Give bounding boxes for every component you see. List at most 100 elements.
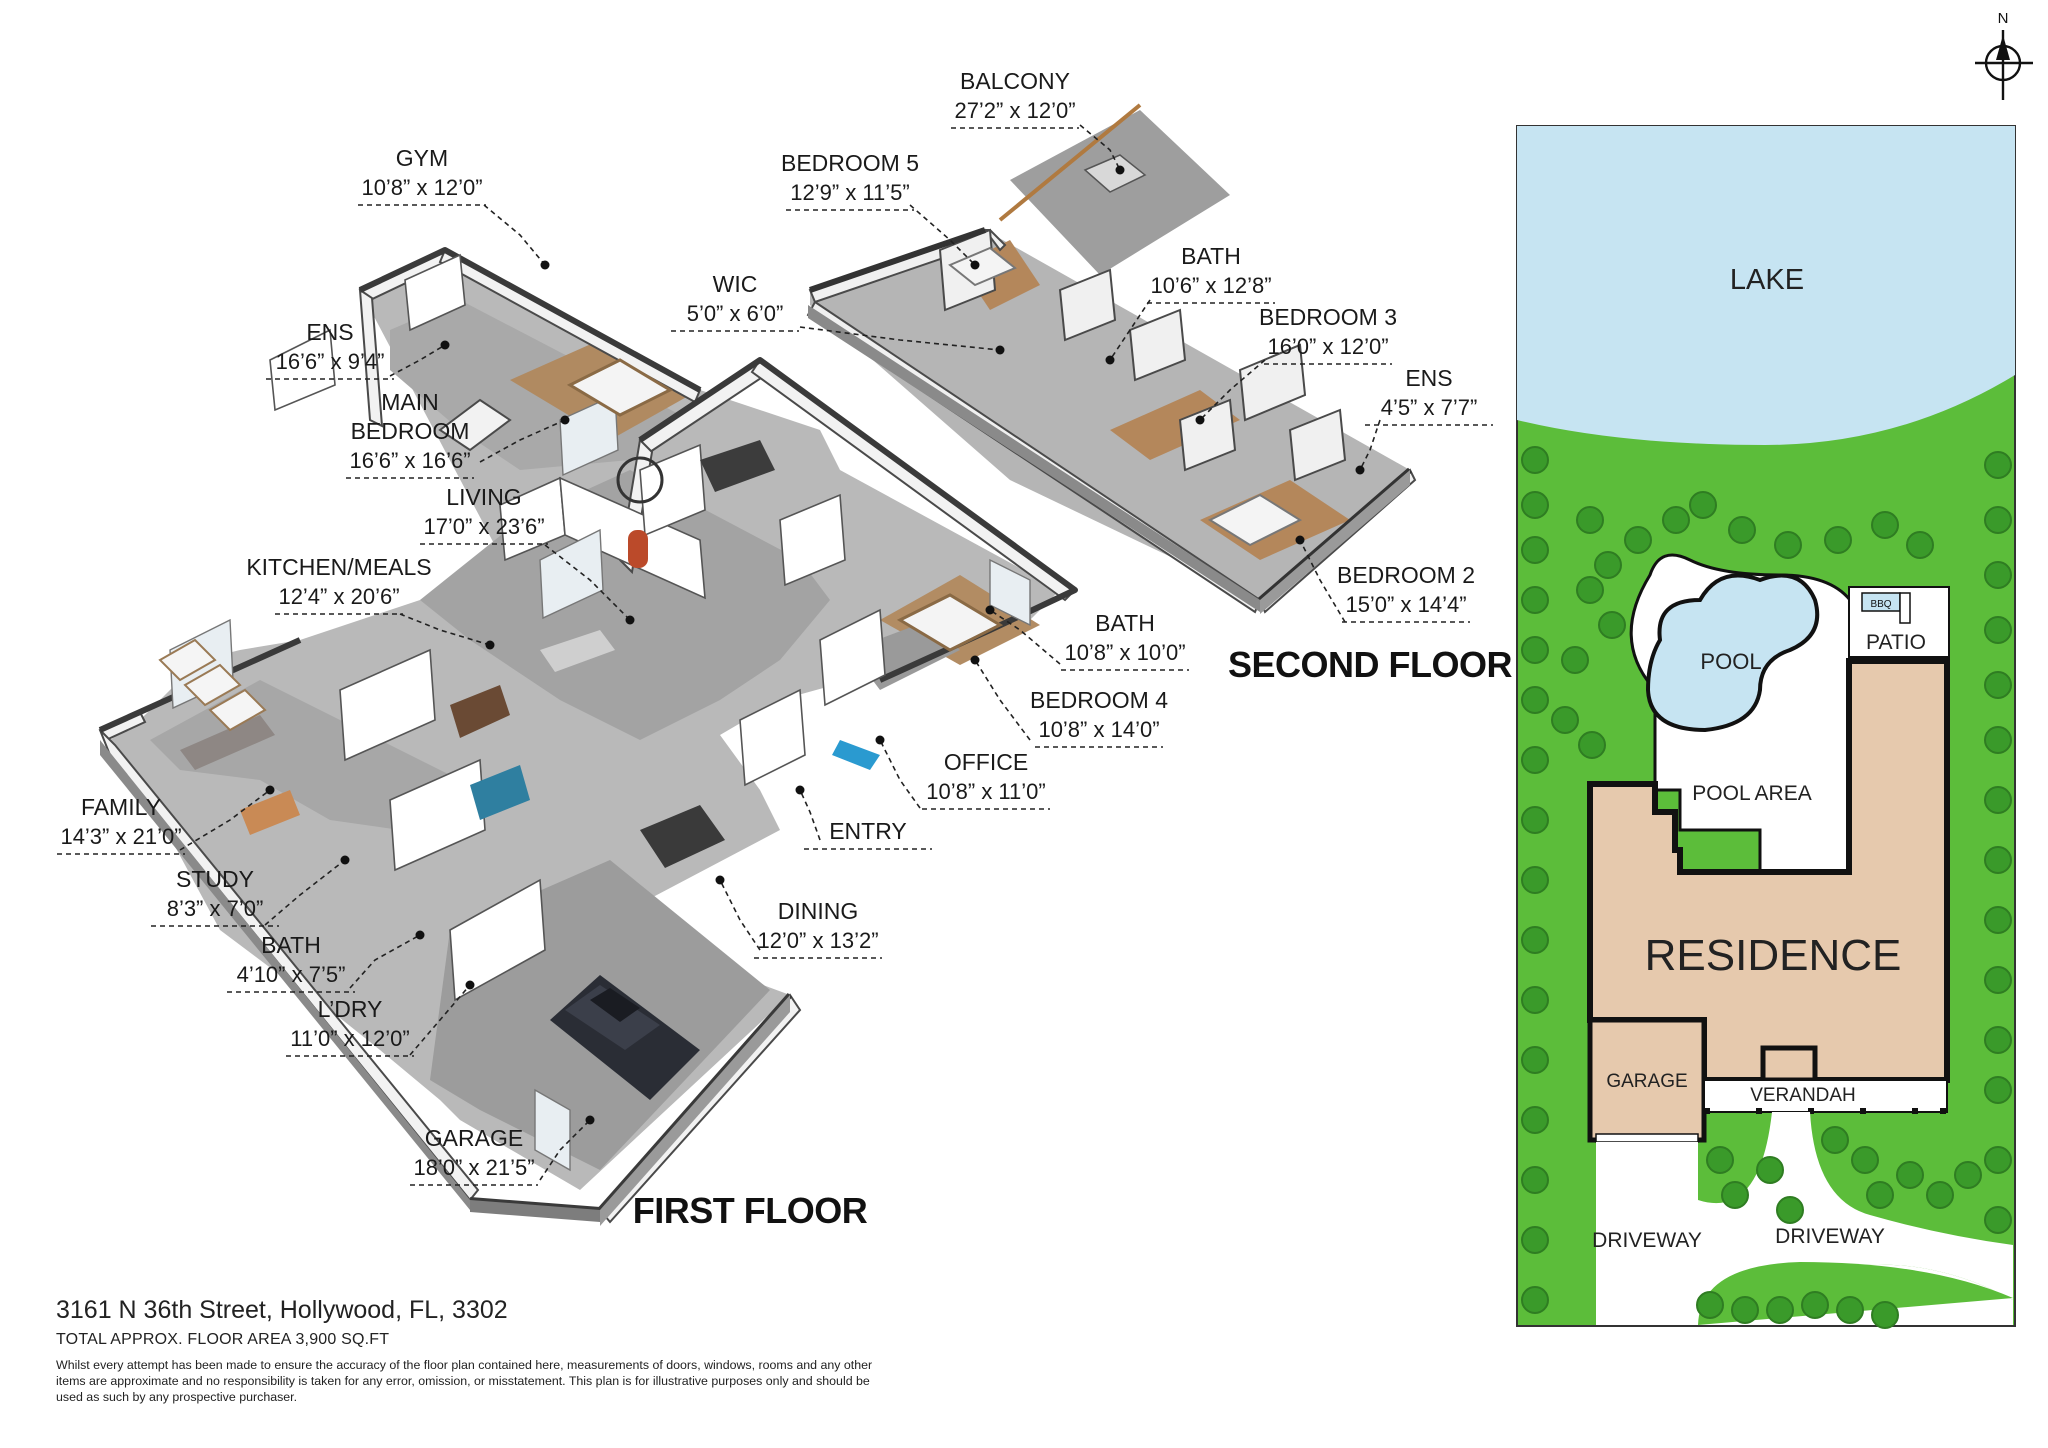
room-marker-dot	[1295, 535, 1305, 545]
room-marker-dot	[440, 340, 450, 350]
leader-line	[799, 326, 1001, 351]
room-dimensions: 10’8” x 14’0”	[1038, 717, 1159, 742]
lake	[1517, 126, 2015, 445]
tree-icon	[1906, 531, 1934, 559]
tree-icon	[1984, 1026, 2012, 1054]
second-floor-room-label: BEDROOM 215’0” x 14’4”	[1295, 535, 1475, 623]
tree-icon	[1984, 786, 2012, 814]
second-floor-room-label: BATH 10’6” x 12’8”	[1105, 243, 1275, 365]
tree-icon	[1836, 1296, 1864, 1324]
first-floor-room-label: ENTRY	[795, 785, 932, 850]
tree-icon	[1521, 866, 1549, 894]
room-name-line2: BEDROOM	[351, 418, 470, 444]
pool-area-label: POOL AREA	[1692, 782, 1811, 805]
room-name: BATH	[1181, 243, 1241, 269]
room-name: BEDROOM 2	[1337, 562, 1475, 588]
residence-label: RESIDENCE	[1645, 931, 1902, 980]
driveway-left-label: DRIVEWAY	[1592, 1229, 1702, 1252]
room-name: LIVING	[446, 484, 521, 510]
tree-icon	[1521, 746, 1549, 774]
room-name: STUDY	[176, 866, 254, 892]
room-dimensions: 16’6” x 16’6”	[349, 448, 470, 473]
tree-icon	[1598, 611, 1626, 639]
room-name: BEDROOM 4	[1030, 687, 1168, 713]
leader-line	[349, 934, 421, 989]
tree-icon	[1926, 1181, 1954, 1209]
leader-line	[389, 344, 446, 377]
room-marker-dot	[995, 345, 1005, 355]
room-dimensions: 8’3” x 7’0”	[167, 896, 264, 921]
property-address: 3161 N 36th Street, Hollywood, FL, 3302	[56, 1296, 508, 1324]
room-dimensions: 4’5” x 7’7”	[1381, 395, 1478, 420]
room-marker-dot	[795, 785, 805, 795]
tree-icon	[1594, 551, 1622, 579]
room-name: FAMILY	[81, 794, 161, 820]
room-dimensions: 18’0” x 21’5”	[413, 1155, 534, 1180]
tree-icon	[1521, 586, 1549, 614]
first-floor-room-label: MAIN BEDROOM 16’6” x 16’6”	[346, 389, 570, 479]
tree-icon	[1624, 526, 1652, 554]
disclaimer: Whilst every attempt has been made to en…	[56, 1358, 873, 1404]
north-arrow-icon: N	[1975, 10, 2033, 100]
tree-icon	[1521, 1166, 1549, 1194]
tree-icon	[1521, 986, 1549, 1014]
room-marker-dot	[970, 260, 980, 270]
first-floor-room-label: GARAGE 18’0” x 21’5”	[410, 1115, 595, 1186]
leader-line	[974, 659, 1031, 741]
tree-icon	[1731, 1296, 1759, 1324]
room-marker-dot	[625, 615, 635, 625]
car-icon	[550, 975, 700, 1100]
room-marker-dot	[340, 855, 350, 865]
first-floor-title: FIRST FLOOR	[633, 1190, 868, 1231]
tree-icon	[1776, 1196, 1804, 1224]
tree-icon	[1706, 1146, 1734, 1174]
room-name: KITCHEN/MEALS	[246, 554, 431, 580]
leader-line	[909, 204, 976, 266]
tree-icon	[1766, 1296, 1794, 1324]
room-dimensions: 10’8” x 11’0”	[926, 779, 1045, 804]
tree-icon	[1984, 561, 2012, 589]
room-name: BATH	[1095, 610, 1155, 636]
driveway-right-label: DRIVEWAY	[1775, 1225, 1885, 1248]
room-dimensions: 10’8” x 10’0”	[1064, 640, 1185, 665]
tree-icon	[1871, 511, 1899, 539]
tree-icon	[1984, 966, 2012, 994]
leader-line	[719, 879, 761, 951]
tree-icon	[1774, 531, 1802, 559]
tree-icon	[1521, 1106, 1549, 1134]
room-name: GYM	[396, 145, 448, 171]
tree-icon	[1756, 1156, 1784, 1184]
first-floor-room-label: STUDY 8’3” x 7’0”	[151, 855, 350, 927]
leader-line	[179, 789, 271, 851]
tree-icon	[1521, 1226, 1549, 1254]
tree-icon	[1984, 616, 2012, 644]
room-dimensions: 17’0” x 23’6”	[423, 514, 544, 539]
room-name: MAIN	[381, 389, 439, 415]
room-name: WIC	[713, 271, 758, 297]
room-name: GARAGE	[425, 1125, 523, 1151]
tree-icon	[1521, 806, 1549, 834]
bbq-label: BBQ	[1870, 599, 1891, 610]
tree-icon	[1821, 1126, 1849, 1154]
room-dimensions: 27’2” x 12’0”	[954, 98, 1075, 123]
tree-icon	[1521, 491, 1549, 519]
second-floor-title: SECOND FLOOR	[1228, 644, 1513, 685]
room-marker-dot	[485, 640, 495, 650]
room-name: ENTRY	[829, 818, 907, 844]
leader-line	[1299, 539, 1346, 623]
first-floor-room-label: BEDROOM 4 10’8” x 14’0”	[970, 655, 1168, 748]
second-floor-room-label: BEDROOM 316’0” x 12’0”	[1195, 304, 1397, 425]
tree-icon	[1521, 636, 1549, 664]
trees	[1521, 446, 2012, 1329]
leader-line	[479, 419, 566, 463]
room-dimensions: 10’6” x 12’8”	[1150, 273, 1271, 298]
tree-icon	[1521, 536, 1549, 564]
pool	[1645, 573, 1820, 733]
room-dimensions: 10’8” x 12’0”	[361, 175, 482, 200]
tree-icon	[1578, 731, 1606, 759]
room-name: BEDROOM 3	[1259, 304, 1397, 330]
